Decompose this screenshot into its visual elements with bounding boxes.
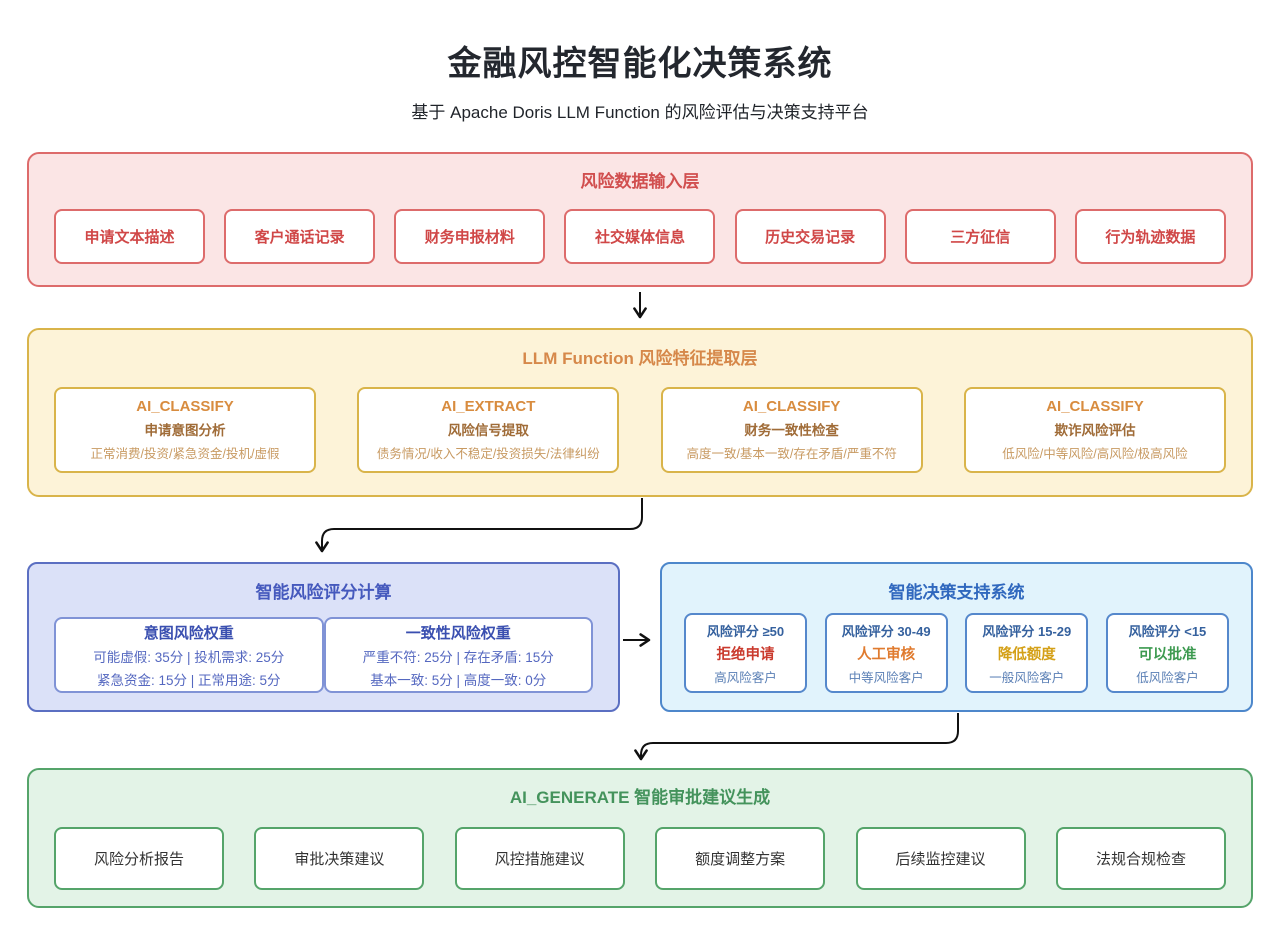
decision-score: 风险评分 ≥50 (706, 623, 785, 639)
function-task: 风险信号提取 (447, 423, 529, 438)
generate-node-risk-report: 风险分析报告 (54, 827, 224, 890)
function-task: 申请意图分析 (144, 423, 226, 438)
generate-node-risk-measures: 风控措施建议 (454, 827, 625, 890)
llm-node-intent-classify: AI_CLASSIFY 申请意图分析 正常消费/投资/紧急资金/投机/虚假 (54, 387, 316, 473)
decision-node-reduce-limit: 风险评分 15-29 降低额度 一般风险客户 (965, 613, 1089, 693)
function-name: AI_CLASSIFY (136, 398, 234, 415)
llm-node-financial-consistency: AI_CLASSIFY 财务一致性检查 高度一致/基本一致/存在矛盾/严重不符 (660, 387, 923, 473)
section-risk-data-input: 风险数据输入层 申请文本描述 客户通话记录 财务申报材料 社交媒体信息 历史交易… (27, 152, 1253, 287)
scoring-nodes-row: 意图风险权重 可能虚假: 35分 | 投机需求: 25分 紧急资金: 15分 |… (29, 617, 618, 693)
decision-action: 可以批准 (1138, 646, 1197, 663)
function-name: AI_CLASSIFY (742, 398, 841, 415)
input-node-financial-filings: 财务申报材料 (394, 209, 546, 264)
decision-score: 风险评分 15-29 (982, 623, 1072, 639)
decision-score: 风险评分 <15 (1128, 623, 1207, 639)
section-title-llm: LLM Function 风险特征提取层 (522, 349, 758, 368)
function-outputs: 高度一致/基本一致/存在矛盾/严重不符 (686, 447, 897, 461)
input-node-transaction-history: 历史交易记录 (734, 209, 886, 264)
generate-nodes-row: 风险分析报告 审批决策建议 风控措施建议 额度调整方案 后续监控建议 法规合规检… (29, 827, 1251, 890)
weight-title: 一致性风险权重 (405, 624, 511, 642)
decision-score: 风险评分 30-49 (841, 623, 931, 639)
decision-action: 人工审核 (857, 646, 916, 663)
function-outputs: 低风险/中等风险/高风险/极高风险 (1002, 447, 1188, 461)
decision-action: 拒绝申请 (716, 646, 775, 663)
input-node-call-records: 客户通话记录 (224, 209, 376, 264)
function-outputs: 正常消费/投资/紧急资金/投机/虚假 (90, 447, 280, 461)
section-title-generate: AI_GENERATE 智能审批建议生成 (509, 788, 771, 807)
section-risk-scoring: 智能风险评分计算 意图风险权重 可能虚假: 35分 | 投机需求: 25分 紧急… (27, 562, 620, 712)
function-outputs: 债务情况/收入不稳定/投资损失/法律纠纷 (376, 447, 600, 461)
section-title-decision: 智能决策支持系统 (888, 583, 1025, 602)
input-node-social-media: 社交媒体信息 (564, 209, 716, 264)
function-name: AI_EXTRACT (441, 398, 536, 415)
section-llm-feature-extraction: LLM Function 风险特征提取层 AI_CLASSIFY 申请意图分析 … (27, 328, 1253, 497)
llm-node-risk-signal-extract: AI_EXTRACT 风险信号提取 债务情况/收入不稳定/投资损失/法律纠纷 (357, 387, 620, 473)
decision-segment: 高风险客户 (714, 670, 777, 685)
section-title-scoring: 智能风险评分计算 (255, 583, 392, 602)
function-name: AI_CLASSIFY (1046, 398, 1144, 415)
arrow-decision-to-generate (634, 713, 959, 761)
section-ai-generate: AI_GENERATE 智能审批建议生成 风险分析报告 审批决策建议 风控措施建… (27, 768, 1253, 908)
section-title-input: 风险数据输入层 (580, 172, 700, 191)
generate-node-approval-advice: 审批决策建议 (254, 827, 425, 890)
input-node-behavior-trace: 行为轨迹数据 (1074, 209, 1226, 264)
generate-node-compliance-check: 法规合规检查 (1055, 827, 1226, 890)
decision-nodes-row: 风险评分 ≥50 拒绝申请 高风险客户 风险评分 30-49 人工审核 中等风险… (662, 613, 1251, 693)
function-task: 财务一致性检查 (744, 423, 839, 438)
weight-line: 基本一致: 5分 | 高度一致: 0分 (370, 672, 547, 688)
weight-line: 严重不符: 25分 | 存在矛盾: 15分 (362, 649, 554, 665)
page-subtitle: 基于 Apache Doris LLM Function 的风险评估与决策支持平… (411, 103, 869, 122)
decision-node-approve: 风险评分 <15 可以批准 低风险客户 (1105, 613, 1229, 693)
weight-node-intent: 意图风险权重 可能虚假: 35分 | 投机需求: 25分 紧急资金: 15分 |… (54, 617, 324, 693)
function-task: 欺诈风险评估 (1054, 423, 1136, 438)
weight-title: 意图风险权重 (143, 624, 234, 642)
decision-node-manual-review: 风险评分 30-49 人工审核 中等风险客户 (824, 613, 948, 693)
llm-node-fraud-risk: AI_CLASSIFY 欺诈风险评估 低风险/中等风险/高风险/极高风险 (963, 387, 1226, 473)
input-nodes-row: 申请文本描述 客户通话记录 财务申报材料 社交媒体信息 历史交易记录 三方征信 … (29, 209, 1251, 264)
input-node-application-text: 申请文本描述 (54, 209, 205, 264)
generate-node-monitoring-advice: 后续监控建议 (855, 827, 1026, 890)
decision-segment: 低风险客户 (1136, 670, 1199, 685)
weight-line: 可能虚假: 35分 | 投机需求: 25分 (93, 649, 285, 665)
weight-line: 紧急资金: 15分 | 正常用途: 5分 (96, 672, 281, 688)
decision-action: 降低额度 (997, 646, 1056, 663)
input-node-third-party-credit: 三方征信 (904, 209, 1056, 264)
generate-node-limit-adjustment: 额度调整方案 (655, 827, 826, 890)
decision-segment: 中等风险客户 (848, 670, 924, 685)
llm-nodes-row: AI_CLASSIFY 申请意图分析 正常消费/投资/紧急资金/投机/虚假 AI… (29, 387, 1251, 473)
arrow-llm-to-scoring (315, 498, 643, 553)
page-title: 金融风控智能化决策系统 (447, 45, 833, 83)
decision-segment: 一般风险客户 (989, 670, 1065, 685)
weight-node-consistency: 一致性风险权重 严重不符: 25分 | 存在矛盾: 15分 基本一致: 5分 |… (323, 617, 593, 693)
decision-node-reject: 风险评分 ≥50 拒绝申请 高风险客户 (684, 613, 807, 693)
section-decision-support: 智能决策支持系统 风险评分 ≥50 拒绝申请 高风险客户 风险评分 30-49 … (660, 562, 1253, 712)
